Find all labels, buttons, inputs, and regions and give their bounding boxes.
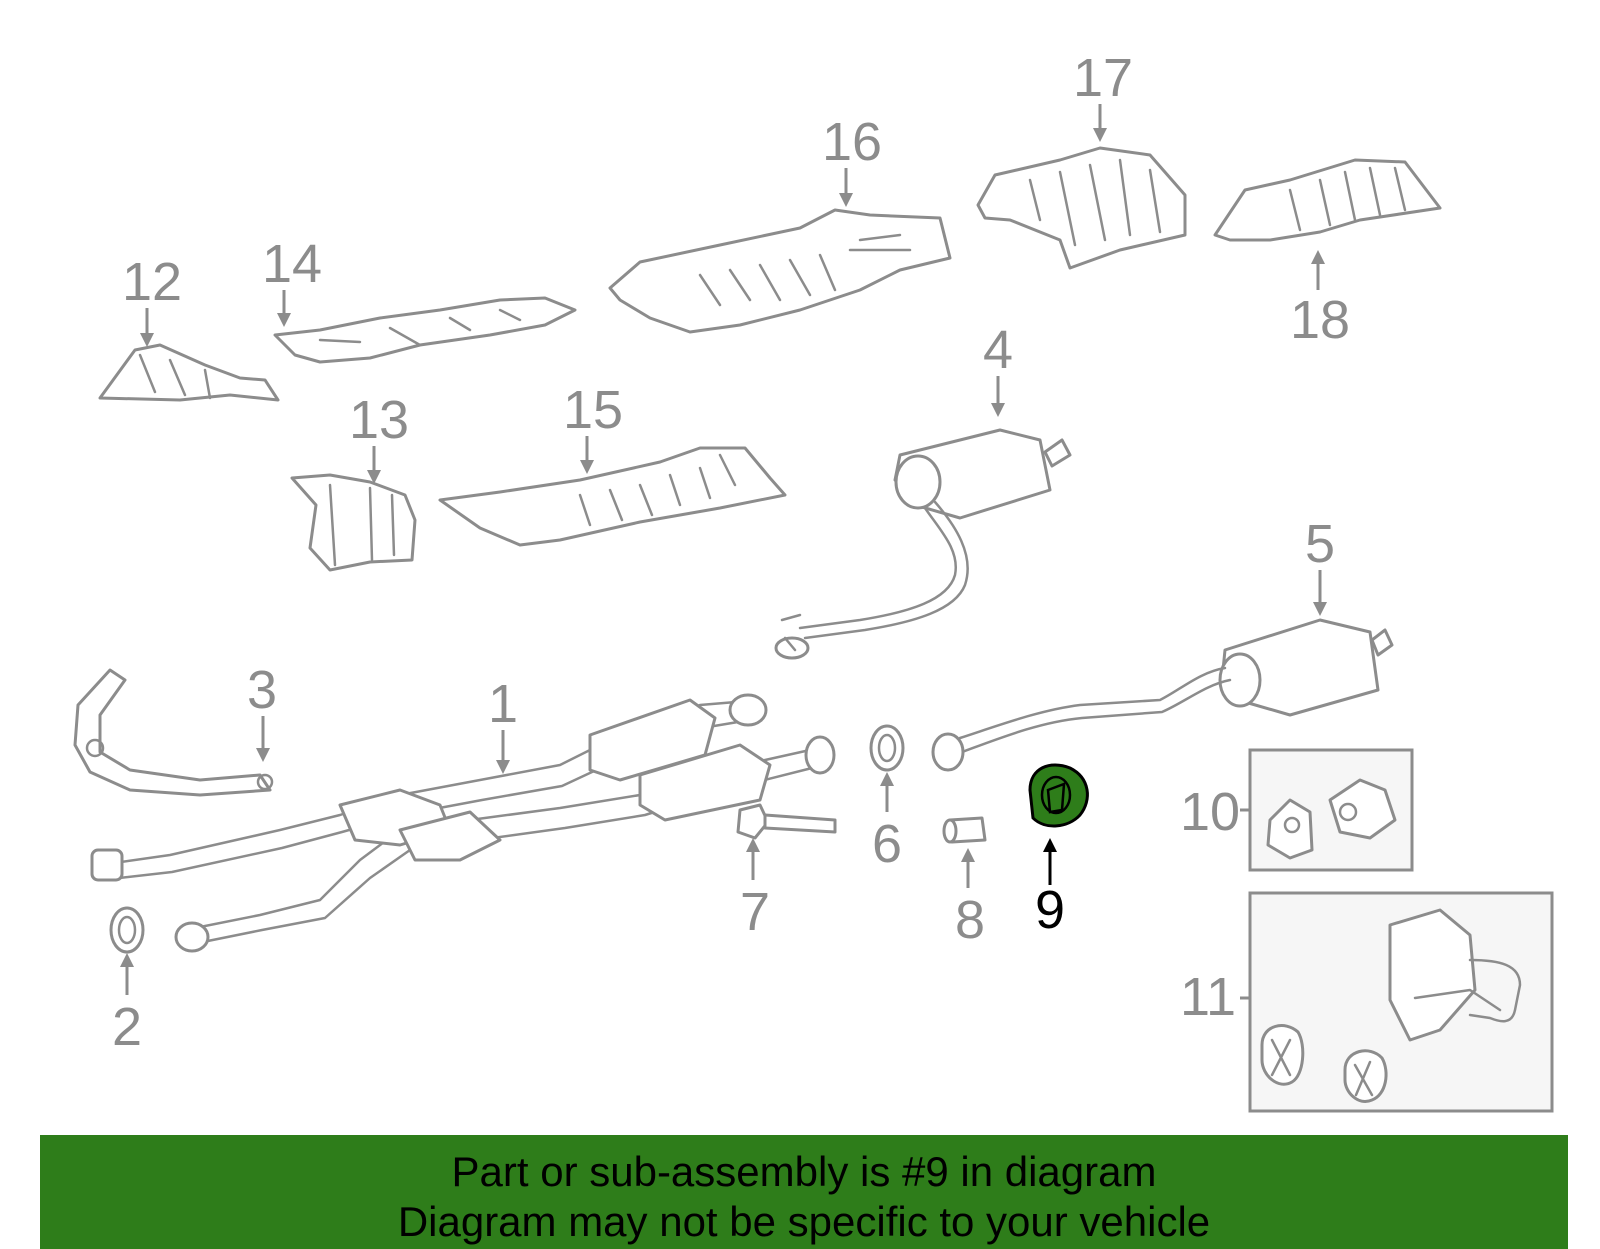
svg-text:8: 8 xyxy=(955,890,985,950)
callout-4: 4 xyxy=(983,320,1013,417)
svg-text:11: 11 xyxy=(1180,967,1236,1027)
svg-text:4: 4 xyxy=(983,320,1013,380)
part-12-heat-shield[interactable] xyxy=(98,343,280,402)
part-15-heat-insulator[interactable] xyxy=(438,446,787,547)
svg-text:2: 2 xyxy=(112,997,142,1057)
info-banner: Part or sub-assembly is #9 in diagram Di… xyxy=(40,1135,1568,1249)
part-1-front-exhaust-pipe[interactable] xyxy=(90,693,836,953)
callout-1: 1 xyxy=(488,674,518,774)
part-7-bolt[interactable] xyxy=(736,803,837,840)
callout-8: 8 xyxy=(955,848,985,950)
svg-text:6: 6 xyxy=(872,814,902,874)
part-13-heat-insulator[interactable] xyxy=(290,473,417,572)
callout-16: 16 xyxy=(822,112,882,207)
part-18-heat-shield[interactable] xyxy=(1213,158,1442,242)
svg-text:13: 13 xyxy=(349,390,409,450)
part-14-heat-shield[interactable] xyxy=(273,296,577,364)
part-5-tailpipe-muffler[interactable] xyxy=(931,618,1394,772)
svg-text:16: 16 xyxy=(822,112,882,172)
svg-text:7: 7 xyxy=(740,882,770,942)
part-10-bracket-kit[interactable] xyxy=(1248,748,1414,872)
callout-9: 9 xyxy=(1035,838,1065,940)
banner-line-part-number: Part or sub-assembly is #9 in diagram xyxy=(451,1148,1157,1195)
part-2-gasket[interactable] xyxy=(109,906,145,954)
callout-18: 18 xyxy=(1290,250,1350,350)
callout-6: 6 xyxy=(872,772,902,874)
svg-text:1: 1 xyxy=(488,674,518,734)
callout-7: 7 xyxy=(740,838,770,942)
part-11-hanger-kit[interactable] xyxy=(1248,891,1554,1113)
callout-14: 14 xyxy=(262,234,322,327)
svg-text:10: 10 xyxy=(1180,782,1240,842)
svg-text:5: 5 xyxy=(1305,514,1335,574)
svg-text:14: 14 xyxy=(262,234,322,294)
part-17-heat-shield[interactable] xyxy=(976,146,1187,270)
svg-text:18: 18 xyxy=(1290,290,1350,350)
callout-11: 11 xyxy=(1180,967,1250,1027)
svg-text:12: 12 xyxy=(122,252,182,312)
callout-13: 13 xyxy=(349,390,409,484)
part-9-exhaust-hanger-highlighted[interactable] xyxy=(1028,763,1089,828)
svg-text:15: 15 xyxy=(563,380,623,440)
callout-17: 17 xyxy=(1073,48,1133,142)
svg-text:17: 17 xyxy=(1073,48,1133,108)
svg-text:9: 9 xyxy=(1035,880,1065,940)
callout-12: 12 xyxy=(122,252,182,347)
callout-5: 5 xyxy=(1305,514,1335,616)
callout-15: 15 xyxy=(563,380,623,474)
part-6-gasket[interactable] xyxy=(869,724,905,772)
callout-10: 10 xyxy=(1180,782,1250,842)
banner-line-disclaimer: Diagram may not be specific to your vehi… xyxy=(397,1198,1211,1245)
callout-3: 3 xyxy=(247,660,277,762)
part-8-sleeve[interactable] xyxy=(942,816,987,844)
part-3-bracket[interactable] xyxy=(73,668,274,797)
part-16-heat-shield[interactable] xyxy=(608,208,952,334)
svg-text:3: 3 xyxy=(247,660,277,720)
part-4-center-muffler[interactable] xyxy=(774,428,1072,660)
callout-2: 2 xyxy=(112,953,142,1057)
